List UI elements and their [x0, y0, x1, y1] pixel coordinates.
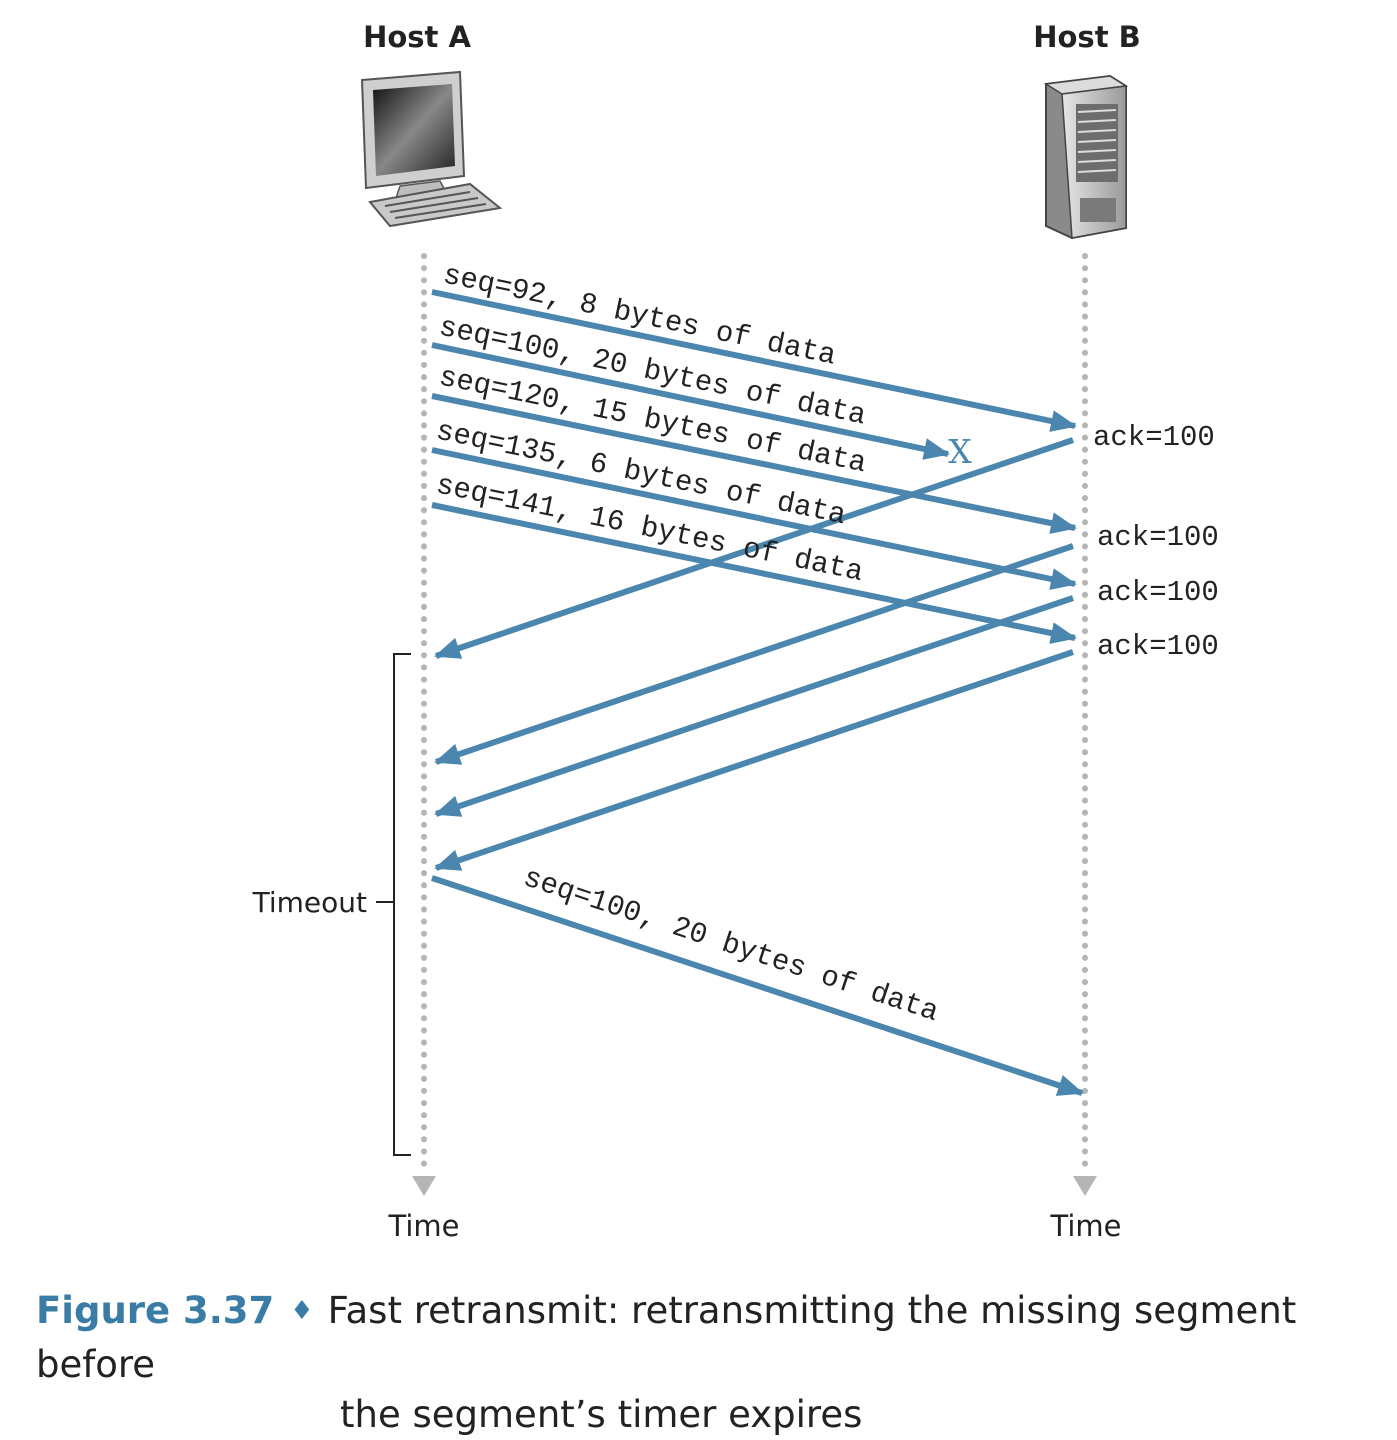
server-tower-icon	[1043, 74, 1129, 240]
lost-segment-marker: X	[948, 432, 972, 471]
figure-caption: Figure 3.37 ♦Fast retransmit: retransmitt…	[36, 1286, 1386, 1440]
host-b-label: Host B	[1033, 20, 1141, 54]
host-a-time-arrowhead	[412, 1176, 436, 1196]
timeout-bracket	[393, 653, 411, 1156]
segment-arrow-seq-100-lost	[431, 342, 950, 460]
segment-arrow-seq-92	[431, 289, 1077, 432]
segment-arrow-seq-120	[431, 393, 1077, 534]
ack-arrow-4	[434, 649, 1074, 871]
ack-arrow-3	[434, 595, 1074, 817]
segment-arrow-seq-141	[431, 502, 1077, 644]
host-b-time-label: Time	[1050, 1209, 1122, 1243]
fast-retransmit-diagram: Host A Host B Time Time Timeout X	[36, 20, 1296, 1436]
host-a-label: Host A	[363, 20, 471, 54]
ack-arrow-2	[434, 543, 1074, 765]
ack-label-1: ack=100	[1093, 421, 1215, 454]
desktop-computer-icon	[360, 70, 503, 228]
host-b-time-arrowhead	[1073, 1176, 1097, 1196]
host-a-time-label: Time	[388, 1209, 460, 1243]
ack-arrow-1	[434, 437, 1074, 659]
caption-text-line1: Fast retransmit: retransmitting the miss…	[36, 1289, 1297, 1386]
segment-arrow-seq-135	[431, 447, 1077, 590]
ack-label-2: ack=100	[1097, 521, 1219, 554]
ack-label-3: ack=100	[1097, 576, 1219, 609]
retransmit-label: seq=100, 20 bytes of data	[519, 861, 942, 1029]
retransmit-arrow-seq-100	[431, 875, 1084, 1096]
timeout-label: Timeout	[252, 886, 367, 919]
diamond-bullet-icon: ♦	[290, 1296, 314, 1326]
sequence-diagram: Host A Host B Time Time Timeout X	[252, 20, 1219, 1243]
caption-text-line2: the segment’s timer expires	[340, 1393, 863, 1436]
figure-number: Figure 3.37	[36, 1289, 275, 1332]
ack-label-4: ack=100	[1097, 630, 1219, 663]
